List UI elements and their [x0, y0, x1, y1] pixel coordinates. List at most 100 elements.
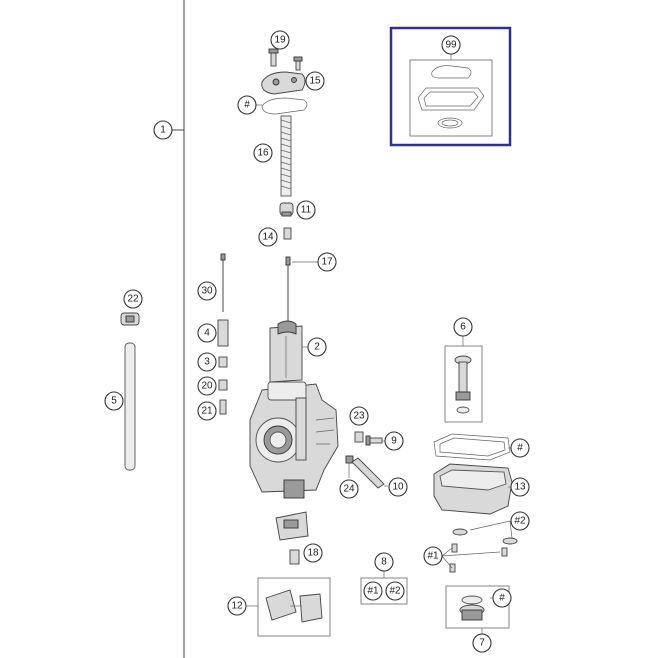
- float-box-12: [257, 577, 331, 637]
- gasket-flat-inner: [423, 91, 479, 107]
- svg-text:20: 20: [201, 381, 213, 392]
- callout-6[interactable]: 6: [453, 317, 473, 337]
- svg-text:10: 10: [392, 482, 404, 493]
- svg-text:18: 18: [307, 548, 319, 559]
- part-20: [218, 379, 228, 391]
- carburetor-body: [249, 381, 339, 499]
- svg-text:6: 6: [460, 322, 466, 333]
- svg-text:24: 24: [343, 484, 355, 495]
- callout-hash-b[interactable]: #: [510, 438, 530, 458]
- svg-text:19: 19: [274, 35, 286, 46]
- set-box-7: [445, 585, 510, 629]
- leader-hash2: [469, 520, 513, 539]
- gasket-kit-inner-box: [409, 59, 493, 137]
- bowl-screws: [449, 528, 518, 573]
- callout-20[interactable]: 20: [197, 376, 217, 396]
- svg-text:99: 99: [445, 40, 457, 51]
- svg-text:17: 17: [321, 257, 333, 268]
- svg-text:#1: #1: [367, 586, 379, 597]
- cover-plate-part-15: [261, 71, 306, 95]
- needle-part-30: [220, 253, 226, 312]
- svg-text:21: 21: [201, 406, 213, 417]
- callout-18[interactable]: 18: [303, 543, 323, 563]
- callout-16[interactable]: 16: [253, 143, 273, 163]
- svg-text:#2: #2: [514, 516, 526, 527]
- screw-part-19: [268, 48, 279, 67]
- svg-text:2: 2: [314, 342, 320, 353]
- callout-8[interactable]: 8: [374, 552, 394, 572]
- svg-text:3: 3: [204, 357, 210, 368]
- svg-text:23: 23: [353, 411, 365, 422]
- float-bowl-part-13: [433, 463, 513, 515]
- svg-text:#: #: [517, 443, 523, 454]
- callout-11[interactable]: 11: [296, 200, 316, 220]
- callout-hash2-b[interactable]: #2: [385, 581, 405, 601]
- gasket-flat-part: [417, 87, 485, 111]
- callout-5[interactable]: 5: [104, 391, 124, 411]
- float-part: [275, 511, 309, 541]
- choke-plunger-part-6: [454, 355, 472, 414]
- jet-needle-part-17: [285, 256, 291, 328]
- callout-99[interactable]: 99: [441, 35, 461, 55]
- callout-4[interactable]: 4: [197, 323, 217, 343]
- callout-2[interactable]: 2: [307, 337, 327, 357]
- spring-part-16: [280, 115, 292, 197]
- svg-text:30: 30: [201, 286, 213, 297]
- callout-30[interactable]: 30: [197, 281, 217, 301]
- svg-text:12: 12: [231, 601, 243, 612]
- callout-7[interactable]: 7: [472, 633, 492, 653]
- callout-19[interactable]: 19: [270, 30, 290, 50]
- svg-text:22: 22: [127, 294, 139, 305]
- bowl-gasket-part: [433, 433, 511, 461]
- svg-text:#1: #1: [427, 551, 439, 562]
- svg-text:11: 11: [301, 205, 312, 216]
- callout-24[interactable]: 24: [339, 479, 359, 499]
- callout-3[interactable]: 3: [197, 352, 217, 372]
- callout-hash1-b[interactable]: #1: [363, 581, 383, 601]
- svg-text:1: 1: [160, 125, 166, 136]
- cover-gasket-part: [261, 97, 308, 115]
- small-part-24: [345, 455, 354, 478]
- svg-text:#: #: [244, 100, 250, 111]
- tube-part-5: [124, 342, 136, 471]
- callout-21[interactable]: 21: [197, 401, 217, 421]
- callout-15[interactable]: 15: [305, 71, 325, 91]
- jet-part-18: [289, 549, 300, 565]
- callout-17[interactable]: 17: [317, 252, 337, 272]
- callout-hash1-a[interactable]: #1: [423, 546, 443, 566]
- svg-text:16: 16: [257, 148, 269, 159]
- callout-22[interactable]: 22: [123, 289, 143, 309]
- callout-12[interactable]: 12: [227, 596, 247, 616]
- svg-text:4: 4: [204, 328, 210, 339]
- callout-9[interactable]: 9: [384, 431, 404, 451]
- float-part-12: [265, 589, 323, 623]
- part-21: [219, 399, 227, 415]
- gasket-kit-highlight-box[interactable]: [389, 26, 512, 147]
- callout-14[interactable]: 14: [258, 227, 278, 247]
- callout-hash-a[interactable]: #: [237, 95, 257, 115]
- throttle-slide-part-2: [269, 320, 303, 383]
- callout-23[interactable]: 23: [349, 406, 369, 426]
- o-ring-part: [437, 117, 463, 129]
- svg-text:5: 5: [111, 396, 117, 407]
- screw-part-23: [354, 431, 364, 443]
- svg-text:13: 13: [514, 482, 526, 493]
- choke-box-6: [444, 345, 483, 423]
- callout-1[interactable]: 1: [153, 120, 173, 140]
- leader-hash1: [441, 547, 501, 569]
- svg-text:9: 9: [391, 436, 397, 447]
- callout-13[interactable]: 13: [510, 477, 530, 497]
- callout-hash2-a[interactable]: #2: [510, 511, 530, 531]
- callout-10[interactable]: 10: [388, 477, 408, 497]
- screw-part-10: [351, 457, 385, 489]
- svg-text:#: #: [499, 593, 505, 604]
- screw-part-9: [365, 435, 383, 446]
- bowl-gasket-inner: [439, 437, 506, 457]
- gasket-top-part: [431, 65, 472, 79]
- callout-hash-d[interactable]: #: [492, 588, 512, 608]
- clamp-part-22: [120, 312, 140, 326]
- part-4: [217, 319, 229, 347]
- drain-plug-part-7: [459, 595, 485, 621]
- o-ring-part-inner: [441, 119, 459, 127]
